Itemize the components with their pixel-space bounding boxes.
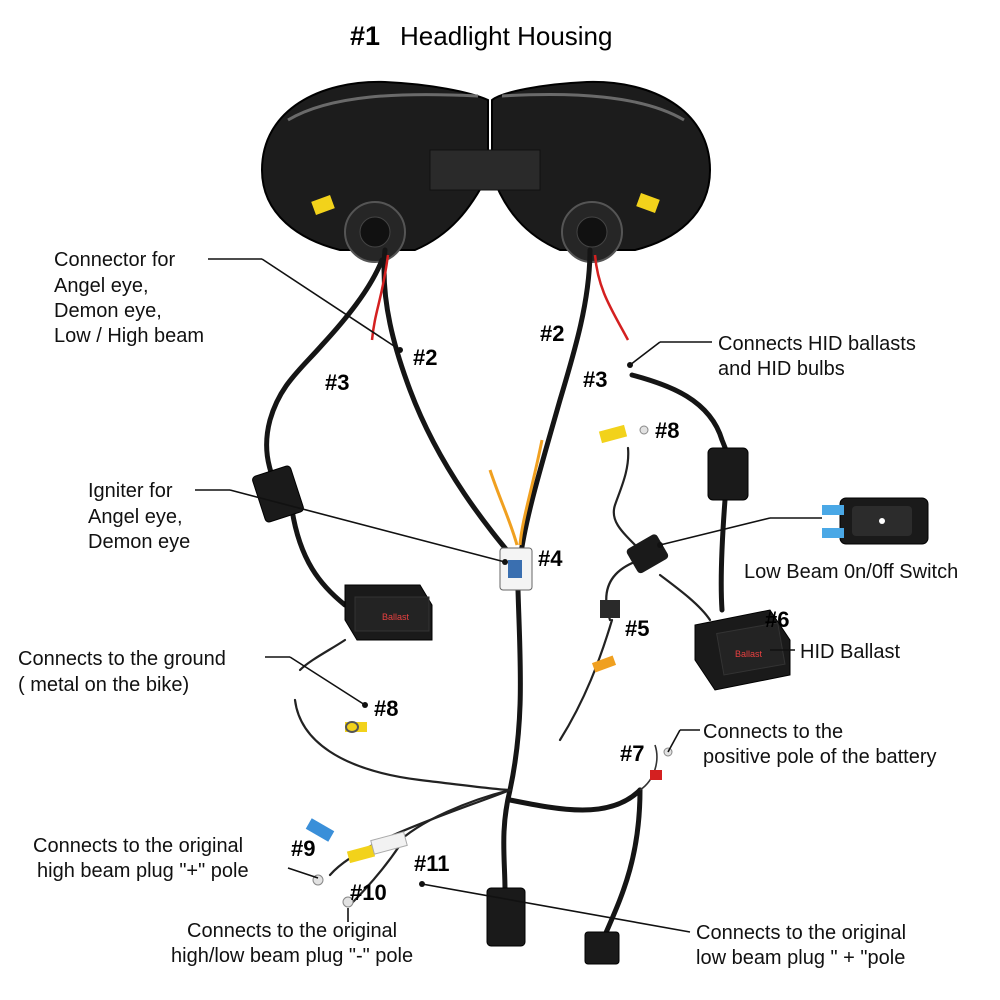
- label-connector-angel-3: Demon eye,: [54, 300, 162, 322]
- marker-10: #10: [350, 880, 387, 905]
- label-connector-angel-2: Angel eye,: [54, 275, 149, 297]
- marker-11: #11: [414, 851, 450, 876]
- labels: Connector for Angel eye, Demon eye, Low …: [18, 249, 958, 969]
- number-markers: #2 #2 #3 #3 #4 #5 #6 #7 #8 #8 #9 #10 #11: [291, 321, 789, 905]
- switch-connector: [626, 534, 669, 574]
- leader-lines: [195, 258, 822, 933]
- marker-2-right: #2: [540, 321, 564, 346]
- label-ground-1: Connects to the ground: [18, 648, 226, 670]
- wiring-harness: [264, 247, 731, 938]
- label-connects-hid-1: Connects HID ballasts: [718, 333, 916, 355]
- label-igniter-2: Angel eye,: [88, 506, 183, 528]
- label-high-low-minus-2: high/low beam plug "-" pole: [171, 945, 413, 967]
- terminal-10: [342, 896, 354, 908]
- label-battery-1: Connects to the: [703, 721, 843, 743]
- main-relay: [486, 887, 526, 947]
- switch-igniter-box: [707, 447, 749, 501]
- label-low-beam-plus-2: low beam plug " + "pole: [696, 947, 905, 969]
- label-igniter-1: Igniter for: [88, 480, 173, 502]
- label-connects-hid-2: and HID bulbs: [718, 358, 845, 380]
- headlight-housing: [260, 80, 712, 263]
- marker-7: #7: [620, 741, 644, 766]
- yellow-tag-ground: [345, 722, 367, 732]
- label-low-beam-plus-1: Connects to the original: [696, 922, 906, 944]
- label-high-beam-plus-2: high beam plug "+" pole: [37, 860, 249, 882]
- connector-5: [600, 600, 620, 618]
- label-battery-2: positive pole of the battery: [703, 746, 936, 768]
- marker-6: #6: [765, 607, 789, 632]
- plug-connector: [584, 931, 620, 965]
- ballast-label-right: Ballast: [735, 649, 763, 659]
- igniter-box: [252, 465, 304, 523]
- white-tag: [370, 831, 408, 855]
- diagram-title: #1 Headlight Housing: [350, 21, 612, 51]
- marker-9: #9: [291, 836, 315, 861]
- marker-2-left: #2: [413, 345, 437, 370]
- marker-5: #5: [625, 616, 649, 641]
- label-ground-2: ( metal on the bike): [18, 674, 189, 696]
- low-beam-switch: [822, 497, 929, 545]
- orange-fuse: [591, 655, 617, 673]
- label-low-beam-switch: Low Beam 0n/0ff Switch: [744, 561, 958, 583]
- marker-8-bottom: #8: [374, 696, 398, 721]
- marker-4: #4: [538, 546, 563, 571]
- marker-8-top: #8: [655, 418, 679, 443]
- label-high-low-minus-1: Connects to the original: [187, 920, 397, 942]
- title-text: Headlight Housing: [400, 21, 612, 51]
- label-connector-angel-1: Connector for: [54, 249, 176, 271]
- ground-ring-terminal: [345, 721, 359, 733]
- label-connector-angel-4: Low / High beam: [54, 325, 204, 347]
- components: Ballast Ballast: [252, 424, 929, 965]
- yellow-tag-top: [598, 424, 628, 444]
- hid-ballast-left: Ballast: [344, 584, 433, 641]
- marker-3-left: #3: [325, 370, 349, 395]
- marker-3-right: #3: [583, 367, 607, 392]
- label-hid-ballast: HID Ballast: [800, 641, 900, 663]
- terminal-8-top: [639, 425, 649, 435]
- label-igniter-3: Demon eye: [88, 531, 190, 553]
- red-terminal: [650, 770, 662, 780]
- hid-ballast-right: Ballast: [694, 609, 791, 691]
- label-high-beam-plus-1: Connects to the original: [33, 835, 243, 857]
- yellow-tag-bottom: [346, 844, 376, 864]
- ballast-label-left: Ballast: [382, 612, 410, 622]
- title-number: #1: [350, 21, 380, 51]
- blue-tag: [305, 818, 335, 842]
